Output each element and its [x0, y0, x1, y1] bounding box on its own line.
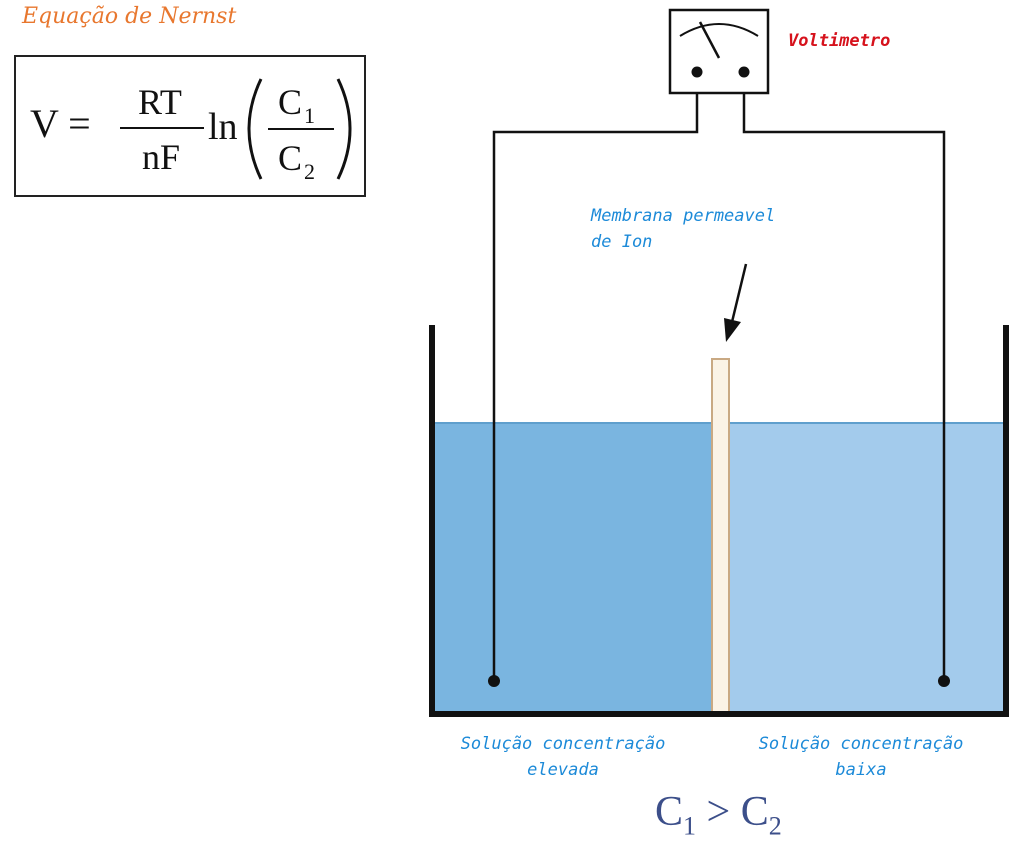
- condition-left-base: C: [655, 789, 684, 835]
- equation-numerator: RT: [138, 82, 182, 122]
- left-electrode: [488, 675, 500, 687]
- condition-right-sub: 2: [768, 811, 782, 841]
- voltmeter-dial: [679, 23, 759, 37]
- ion-permeable-membrane: [711, 358, 730, 713]
- right-label-line2: baixa: [835, 760, 887, 780]
- condition-left-sub: 1: [683, 811, 697, 841]
- left-wire: [492, 72, 699, 681]
- low-concentration-solution: [720, 423, 1004, 712]
- voltmeter: [668, 8, 770, 95]
- voltmeter-terminal-right: [738, 66, 750, 78]
- left-label-line2: elevada: [527, 760, 599, 780]
- inner-denominator-base: C: [278, 138, 302, 178]
- low-concentration-label: Solução concentração baixa: [736, 731, 986, 783]
- membrane-label-line2: de Ion: [591, 232, 653, 252]
- left-paren: [247, 78, 263, 180]
- high-concentration-solution: [434, 423, 720, 712]
- membrane-label: Membrana permeavel de Ion: [591, 203, 775, 255]
- inner-denominator-sub: 2: [304, 159, 315, 184]
- equation-lhs: V =: [30, 101, 91, 146]
- voltmeter-terminal-left: [691, 66, 703, 78]
- equation-box: V = RT nF ln C 1 C 2: [14, 55, 366, 197]
- nernst-equation: V = RT nF ln C 1 C 2: [30, 78, 352, 184]
- membrane-label-line1: Membrana permeavel: [591, 206, 776, 226]
- right-wire: [742, 72, 946, 681]
- equation-title: Equação de Nernst: [22, 4, 237, 29]
- condition-right-base: C: [740, 789, 769, 835]
- equation-ln: ln: [208, 106, 238, 148]
- voltmeter-needle: [698, 21, 721, 59]
- right-label-line1: Solução concentração: [758, 734, 964, 754]
- left-label-line1: Solução concentração: [460, 734, 666, 754]
- right-paren: [336, 78, 352, 180]
- concentration-condition: C1 > C2: [655, 788, 782, 841]
- inner-numerator-base: C: [278, 82, 302, 122]
- condition-operator: >: [706, 789, 731, 835]
- membrane-arrow: [730, 263, 748, 323]
- right-electrode: [938, 675, 950, 687]
- membrane-arrowhead: [724, 318, 741, 342]
- inner-numerator-sub: 1: [304, 103, 315, 128]
- equation-denominator: nF: [142, 137, 180, 177]
- container: [429, 325, 1009, 717]
- high-concentration-label: Solução concentração elevada: [438, 731, 688, 783]
- voltmeter-label: Voltimetro: [788, 31, 891, 51]
